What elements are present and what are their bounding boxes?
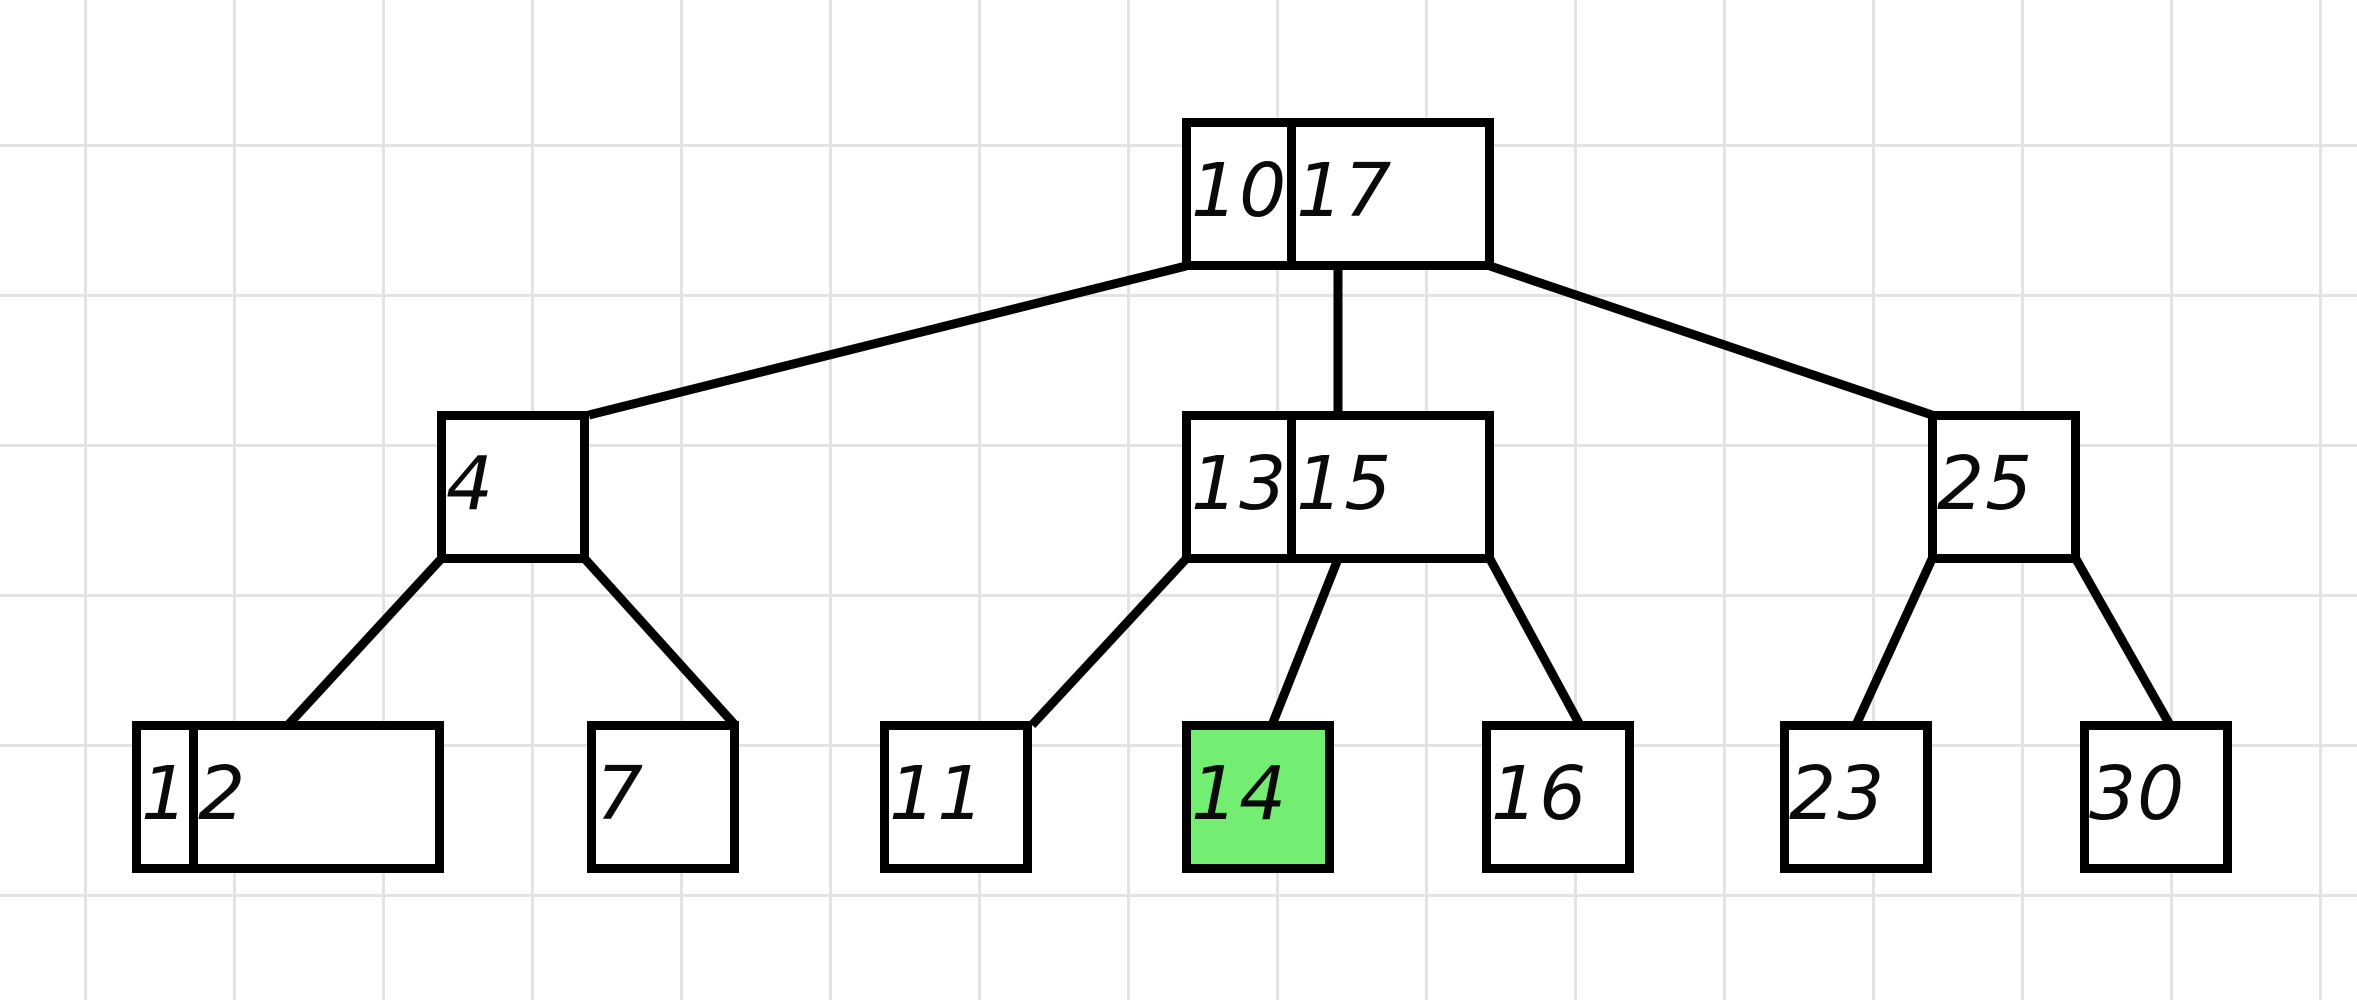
- btree-node-internal-left[interactable]: 4: [437, 411, 589, 563]
- internal-left-to-leaf-7: [581, 555, 739, 729]
- btree-leaf-1-2[interactable]: 1 2: [132, 721, 444, 873]
- internal-right-to-leaf-30: [2072, 556, 2174, 728]
- internal-mid-to-leaf-11: [1028, 555, 1190, 729]
- node-key-cell: 17: [1287, 127, 1392, 261]
- btree-leaf-23[interactable]: 23: [1780, 721, 1932, 873]
- root-to-internal-left: [587, 261, 1188, 420]
- node-key-cell: 4: [446, 441, 495, 527]
- node-key-cell: 14: [1191, 730, 1288, 864]
- internal-right-to-leaf-23: [1851, 557, 1937, 727]
- node-key-cell: 13: [1191, 441, 1288, 527]
- node-key-cell: 11: [889, 751, 986, 837]
- btree-leaf-30[interactable]: 30: [2080, 721, 2232, 873]
- btree-node-internal-right[interactable]: 25: [1928, 411, 2080, 563]
- node-key-cell: 25: [1937, 441, 2034, 527]
- node-key-cell: 23: [1789, 751, 1886, 837]
- internal-mid-to-leaf-16: [1486, 556, 1584, 728]
- internal-left-to-leaf-1-2: [284, 555, 445, 729]
- internal-mid-to-leaf-14: [1267, 557, 1343, 727]
- btree-leaf-14-highlighted[interactable]: 14: [1182, 721, 1334, 873]
- node-key-cell: 2: [189, 730, 246, 864]
- root-to-internal-right: [1488, 261, 1934, 420]
- btree-leaf-7[interactable]: 7: [587, 721, 739, 873]
- btree-node-root[interactable]: 10 17: [1182, 118, 1494, 270]
- node-key-cell: 30: [2089, 751, 2186, 837]
- node-key-cell: 1: [141, 751, 190, 837]
- btree-node-internal-mid[interactable]: 13 15: [1182, 411, 1494, 563]
- btree-leaf-11[interactable]: 11: [880, 721, 1032, 873]
- node-key-cell: 10: [1191, 148, 1288, 234]
- node-key-cell: 16: [1491, 751, 1588, 837]
- node-key-cell: 7: [596, 751, 645, 837]
- btree-leaf-16[interactable]: 16: [1482, 721, 1634, 873]
- node-key-cell: 15: [1287, 420, 1392, 554]
